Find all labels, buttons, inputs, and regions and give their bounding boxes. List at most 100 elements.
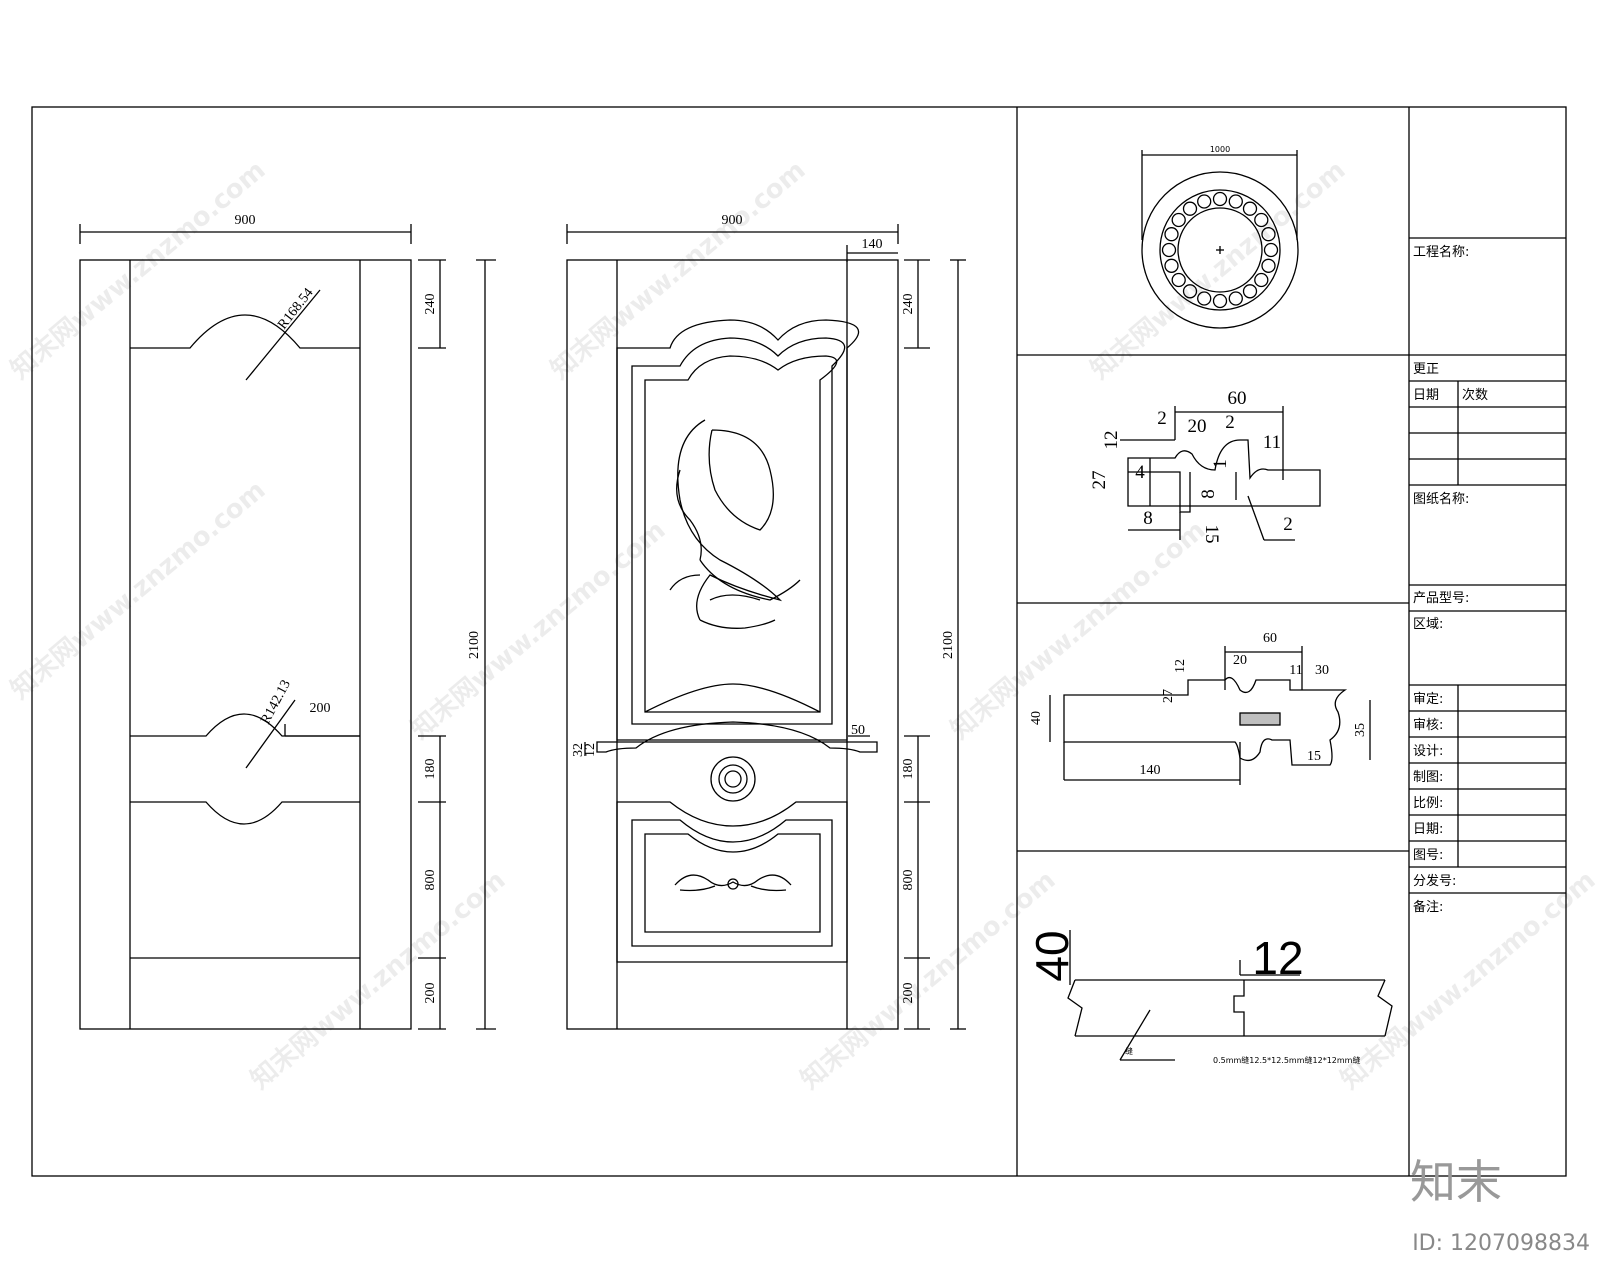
tb-review: 审核: xyxy=(1413,718,1443,733)
profile-b-140: 140 xyxy=(1140,763,1161,778)
rosette-dot xyxy=(1164,227,1179,242)
left-height-label: 2100 xyxy=(467,631,482,659)
watermark: 知末网www.znzmo.com xyxy=(5,475,271,705)
joint-mark: 缝 xyxy=(1125,1046,1133,1056)
profile-a-20: 20 xyxy=(1188,416,1207,437)
rosette-dot xyxy=(1254,212,1269,228)
rosette-dot xyxy=(1171,272,1186,288)
profile-a-11: 11 xyxy=(1263,432,1281,453)
rosette-dot xyxy=(1254,272,1269,288)
brand-logo: 知末 xyxy=(1410,1155,1502,1209)
right-mid-rail-label: 180 xyxy=(901,759,916,780)
left-radius-mid-label: R142.13 xyxy=(258,678,294,727)
door-left-elevation xyxy=(79,224,496,1030)
profile-section-b xyxy=(1049,646,1371,785)
tb-product-model: 产品型号: xyxy=(1413,591,1469,606)
profile-a-8a: 8 xyxy=(1143,508,1153,529)
profile-b-12: 12 xyxy=(1173,659,1188,673)
profile-b-40: 40 xyxy=(1029,711,1044,725)
carp-carving-icon xyxy=(669,419,801,629)
profile-b-27: 27 xyxy=(1161,689,1176,703)
left-mid-rail-label: 180 xyxy=(423,759,438,780)
rosette-dot xyxy=(1164,258,1179,273)
rosette-dot xyxy=(1242,284,1258,299)
tb-approve: 审定: xyxy=(1413,692,1443,707)
watermark: 知末网www.znzmo.com xyxy=(5,155,271,385)
profile-b-11: 11 xyxy=(1289,663,1302,678)
tb-area: 区域: xyxy=(1413,617,1443,632)
profile-a-2c: 2 xyxy=(1283,514,1293,535)
profile-a-15: 15 xyxy=(1201,525,1222,544)
left-bottom-rail-label: 200 xyxy=(423,983,438,1004)
tb-revision: 更正 xyxy=(1413,362,1439,377)
rosette-diameter-label: 1000 xyxy=(1210,145,1230,154)
sheet-frame xyxy=(31,106,1567,1177)
tb-scale: 比例: xyxy=(1413,796,1443,811)
door-right-elevation xyxy=(566,224,966,1030)
right-molding-h1-label: 32 xyxy=(571,743,586,757)
joint-thickness-40: 40 xyxy=(1026,930,1078,981)
left-mid-offset-label: 200 xyxy=(310,701,331,716)
tb-count-col: 次数 xyxy=(1462,387,1488,403)
rosette-dot xyxy=(1261,258,1276,273)
left-radius-top-label: R168.54 xyxy=(275,286,316,333)
rosette-dot xyxy=(1263,242,1279,258)
rosette-dot xyxy=(1242,201,1258,216)
right-stile-label: 140 xyxy=(862,237,883,252)
tb-issue-no: 分发号: xyxy=(1413,873,1456,889)
profile-b-30: 30 xyxy=(1315,663,1329,678)
profile-a-27: 27 xyxy=(1089,471,1110,490)
rosette-dot xyxy=(1212,293,1228,309)
rosette-dot xyxy=(1212,191,1228,207)
joint-note: 0.5mm缝12.5*12.5mm缝12*12mm缝 xyxy=(1213,1055,1360,1065)
watermark: 知末网www.znzmo.com xyxy=(245,865,511,1095)
right-bottom-rail-label: 200 xyxy=(901,983,916,1004)
rosette-dot xyxy=(1182,201,1198,216)
tb-project-name: 工程名称: xyxy=(1413,244,1469,260)
rosette-dot xyxy=(1161,242,1177,258)
right-height-label: 2100 xyxy=(941,631,956,659)
rosette-dot xyxy=(1197,291,1212,306)
profile-a-2a: 2 xyxy=(1157,408,1167,429)
tb-drawing-no: 图号: xyxy=(1413,848,1443,863)
tb-design: 设计: xyxy=(1413,744,1443,759)
image-id: ID: 1207098834 xyxy=(1412,1231,1590,1256)
scroll-ornament-icon xyxy=(674,874,792,892)
profile-a-60: 60 xyxy=(1228,388,1247,409)
left-top-rail-label: 240 xyxy=(423,294,438,315)
tb-remarks: 备注: xyxy=(1413,899,1443,915)
title-block xyxy=(1409,237,1566,894)
left-width-label: 900 xyxy=(235,213,256,228)
rosette-dot xyxy=(1197,194,1212,209)
right-top-rail-label: 240 xyxy=(901,294,916,315)
right-molding-offset-label: 50 xyxy=(851,723,865,738)
profile-a-4: 4 xyxy=(1135,462,1145,483)
profile-b-20: 20 xyxy=(1233,653,1247,668)
right-lower-panel-label: 800 xyxy=(901,870,916,891)
profile-b-60: 60 xyxy=(1263,631,1277,646)
left-lower-panel-label: 800 xyxy=(423,870,438,891)
profile-a-12: 12 xyxy=(1101,431,1122,450)
rosette-detail xyxy=(1141,150,1299,329)
profile-a-1: 1 xyxy=(1210,459,1231,469)
rosette-dot xyxy=(1261,227,1276,242)
tb-drawing-name: 图纸名称: xyxy=(1413,491,1469,507)
rosette-dot xyxy=(1182,284,1198,299)
rosette-dot xyxy=(1228,194,1243,209)
tb-date: 日期: xyxy=(1413,822,1443,837)
watermark: 知末网www.znzmo.com xyxy=(795,865,1061,1095)
profile-b-35: 35 xyxy=(1353,723,1368,737)
watermark: 知末网www.znzmo.com xyxy=(945,515,1211,745)
tb-date-col: 日期 xyxy=(1413,388,1439,403)
profile-b-15: 15 xyxy=(1307,749,1321,764)
right-width-label: 900 xyxy=(722,213,743,228)
joint-thickness-12: 12 xyxy=(1252,932,1303,984)
profile-a-2b: 2 xyxy=(1225,412,1235,433)
profile-a-8b: 8 xyxy=(1198,489,1219,499)
tb-draw: 制图: xyxy=(1413,770,1443,785)
right-molding-h2-label: 12 xyxy=(583,743,598,757)
joint-detail xyxy=(1067,930,1393,1061)
rosette-dot xyxy=(1228,291,1243,306)
profile-section-a xyxy=(1120,406,1321,541)
